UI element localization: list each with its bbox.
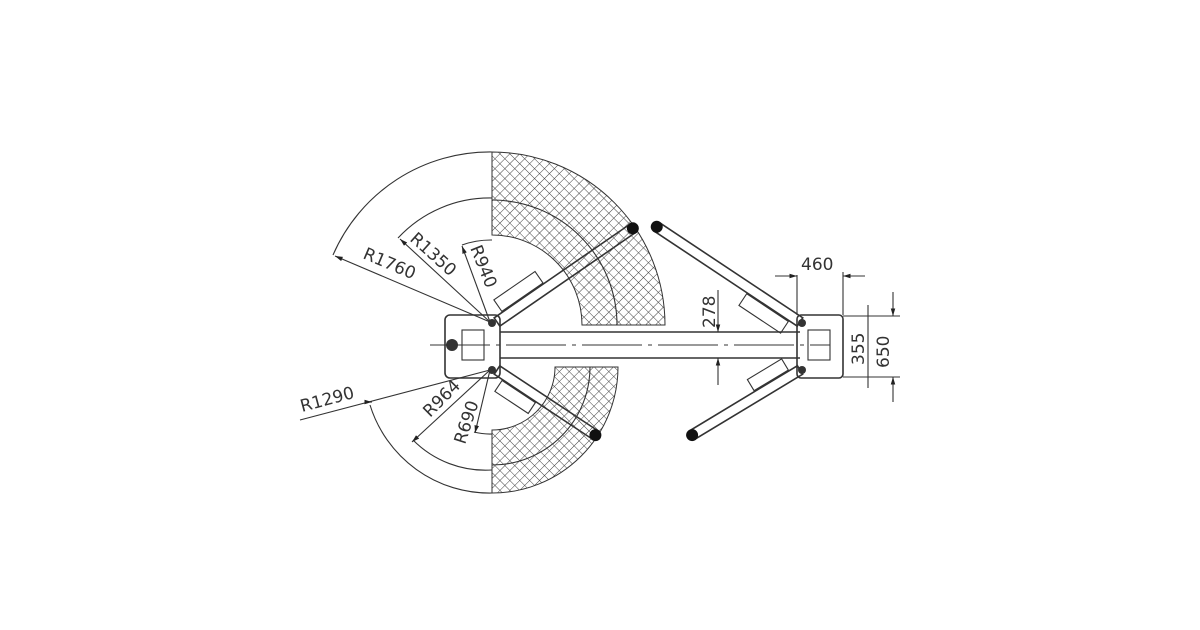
dim-r940: R940 xyxy=(465,242,500,291)
bottom-swing-zone xyxy=(491,366,619,494)
dim-r1290: R1290 xyxy=(298,383,356,417)
right-column xyxy=(796,314,844,379)
lift-arms xyxy=(493,220,804,442)
dim-650: 650 xyxy=(874,336,894,368)
inner-hatch-arc xyxy=(491,199,618,326)
dim-r690: R690 xyxy=(451,398,484,446)
inner-hatch-arc xyxy=(491,366,591,466)
dim-r1760: R1760 xyxy=(360,244,419,284)
dim-355: 355 xyxy=(849,333,869,365)
overhead-beam xyxy=(430,331,830,359)
dim-278: 278 xyxy=(700,296,720,328)
top-radius-dimensions xyxy=(332,151,493,323)
linear-dimensions xyxy=(715,272,900,402)
left-column xyxy=(444,314,501,379)
top-swing-zone xyxy=(491,151,666,326)
dim-460: 460 xyxy=(801,255,833,275)
